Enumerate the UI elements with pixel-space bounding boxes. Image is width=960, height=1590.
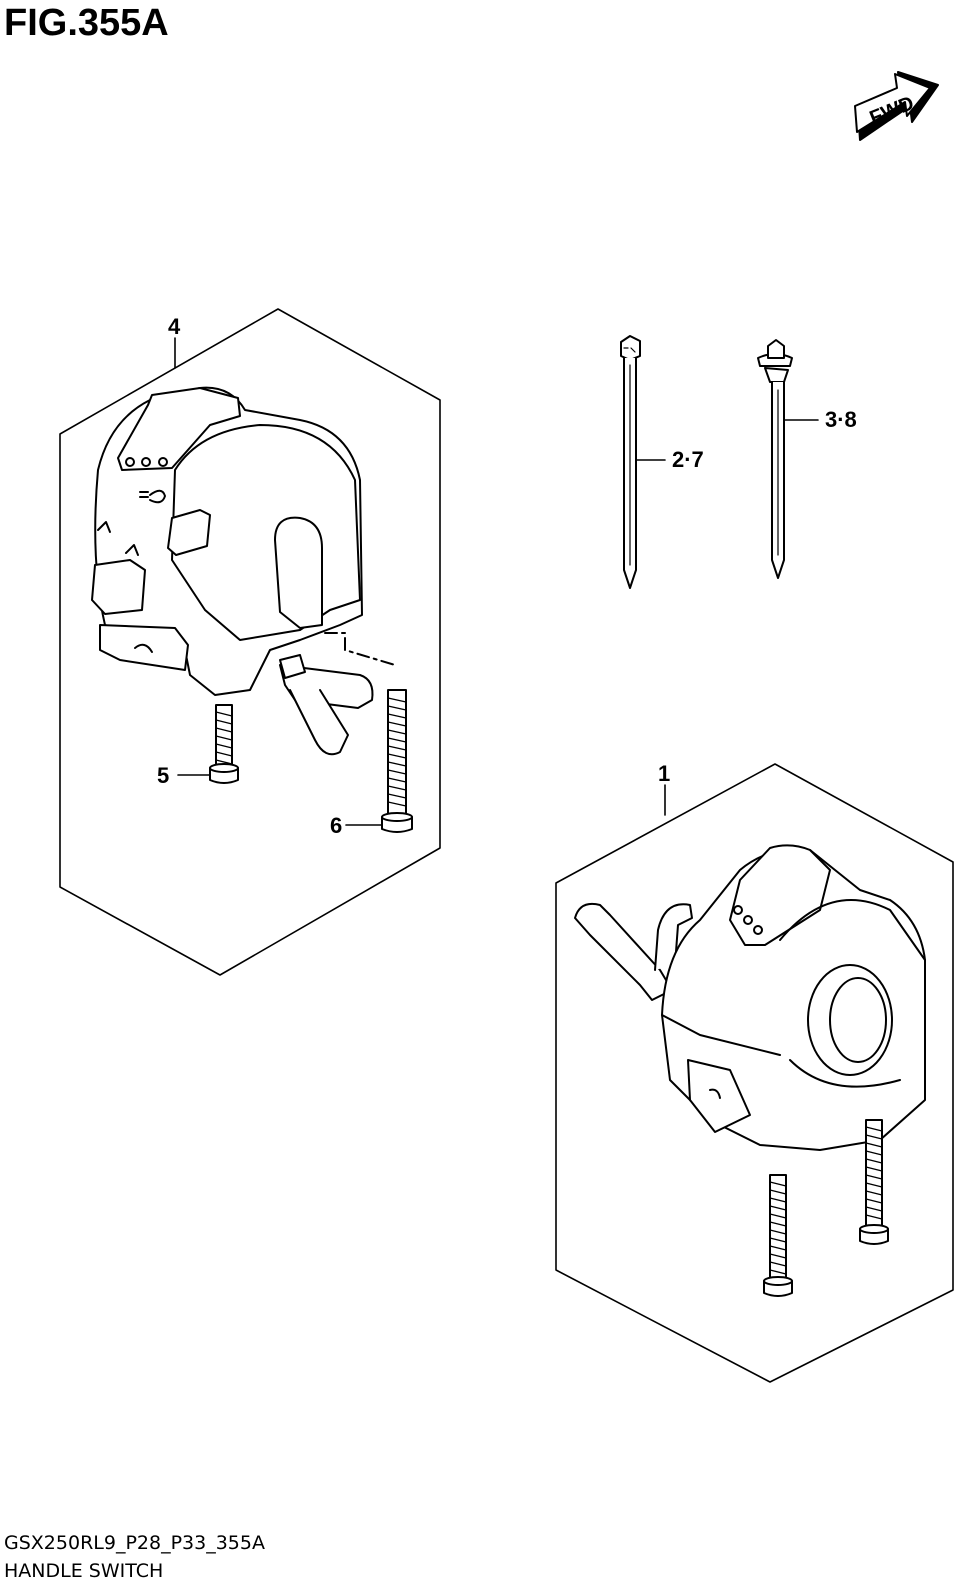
screw-6-icon xyxy=(381,689,413,833)
callout-5: 5 xyxy=(157,763,169,788)
left-handle-switch-icon xyxy=(91,386,396,756)
callout-1: 1 xyxy=(658,761,670,786)
figure-title: FIG.355A xyxy=(4,2,169,44)
right-assembly-box xyxy=(555,763,954,1383)
callout-2-7: 2·7 xyxy=(672,447,704,472)
cable-clamp-icon xyxy=(757,339,793,579)
callout-4: 4 xyxy=(168,314,181,339)
right-screw-icon xyxy=(763,1174,793,1297)
screw-5-icon xyxy=(209,704,239,784)
right-screw-icon xyxy=(859,1119,889,1245)
callout-6: 6 xyxy=(330,813,342,838)
figure-code: GSX250RL9_P28_P33_355A xyxy=(4,1532,265,1554)
right-handle-switch-icon xyxy=(574,844,926,1151)
fwd-arrow-icon: FWD xyxy=(854,71,939,141)
cable-tie-icon xyxy=(620,335,641,589)
left-assembly-box xyxy=(59,308,441,976)
figure-name: HANDLE SWITCH xyxy=(4,1560,164,1582)
callout-3-8: 3·8 xyxy=(825,407,857,432)
